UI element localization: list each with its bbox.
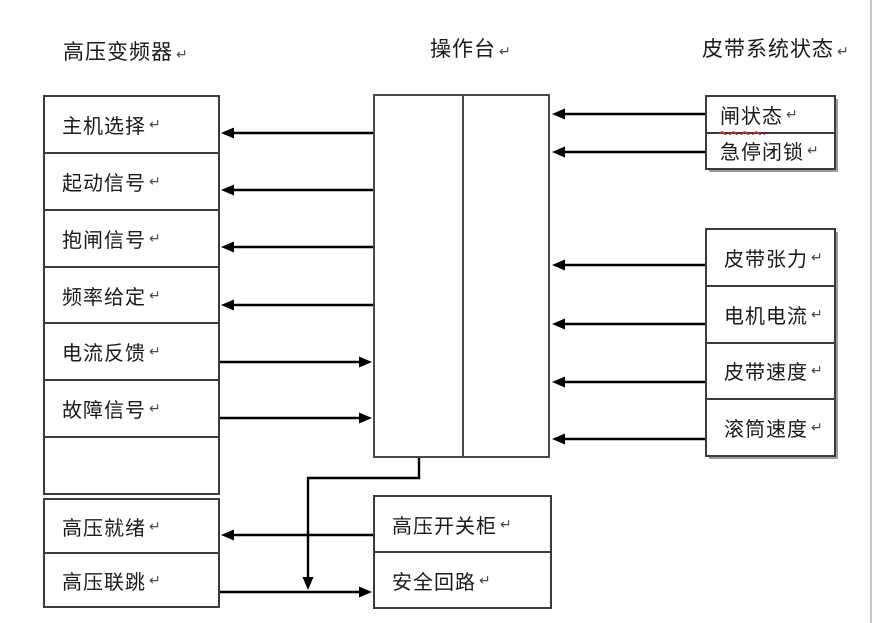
cell-hv-switchgear: 高压开关柜↵	[375, 497, 550, 553]
cell-fault-signal-text: 故障信号	[62, 400, 146, 423]
cell-host-selection-text: 主机选择	[62, 115, 146, 138]
return-mark-icon: ↵	[837, 43, 850, 59]
cell-belt-tension-text: 皮带张力	[724, 248, 808, 271]
cell-start-signal-text: 起动信号	[62, 172, 146, 195]
cell-safety-circuit: 安全回路↵	[375, 553, 550, 607]
belt-status-table-bottom: 皮带张力↵ 电机电流↵ 皮带速度↵ 滚筒速度↵	[705, 228, 836, 457]
inverter-signal-table: 主机选择↵ 起动信号↵ 抱闸信号↵ 频率给定↵ 电流反馈↵ 故障信号↵	[43, 95, 220, 495]
cell-current-feedback-text: 电流反馈	[62, 343, 146, 366]
cell-frequency-setpoint: 频率给定↵	[45, 268, 218, 325]
label-hv-inverter-text: 高压变频器	[63, 41, 173, 64]
cell-brake-signal-text: 抱闸信号	[62, 229, 146, 252]
arrow-belt-tension-to-console	[552, 259, 705, 271]
cell-belt-speed: 皮带速度↵	[707, 344, 834, 401]
cell-hv-trip-text: 高压联跳	[62, 571, 146, 594]
console-divider	[462, 96, 464, 456]
arrow-belt-speed-to-console	[552, 376, 705, 388]
return-mark-icon: ↵	[479, 571, 492, 588]
cell-estop-interlock-text: 急停闭锁	[720, 142, 804, 165]
cell-belt-speed-text: 皮带速度	[724, 362, 808, 385]
cell-safety-circuit-text: 安全回路	[392, 571, 476, 594]
cell-gate-status-text: 闸状态	[720, 105, 783, 128]
cell-gate-status: 闸状态↵	[707, 97, 834, 135]
label-console: 操作台↵	[430, 33, 512, 63]
arrow-console-to-brake-signal	[221, 241, 373, 253]
arrow-switchgear-to-hv-ready	[221, 529, 373, 541]
cell-drum-speed-text: 滚筒速度	[724, 419, 808, 442]
return-mark-icon: ↵	[176, 46, 189, 62]
cell-motor-current: 电机电流↵	[707, 287, 834, 344]
belt-status-table-top: 闸状态↵ 急停闭锁↵	[705, 95, 836, 170]
cell-empty	[45, 438, 218, 493]
switchgear-table: 高压开关柜↵ 安全回路↵	[373, 495, 552, 609]
arrow-hv-trip-to-safety-circuit	[220, 586, 372, 598]
spellcheck-squiggle-icon	[719, 131, 765, 135]
label-belt-system-status: 皮带系统状态↵	[702, 33, 850, 63]
cell-motor-current-text: 电机电流	[724, 305, 808, 328]
arrow-console-to-start-signal	[221, 184, 373, 196]
arrow-motor-current-to-console	[552, 318, 705, 330]
return-mark-icon: ↵	[500, 515, 513, 532]
cell-hv-ready-text: 高压就绪	[62, 517, 146, 540]
arrow-estop-interlock-to-console	[552, 146, 705, 158]
return-mark-icon: ↵	[149, 343, 162, 360]
cell-hv-switchgear-text: 高压开关柜	[392, 515, 497, 538]
arrow-console-to-frequency-setpoint	[221, 299, 373, 311]
cell-frequency-setpoint-text: 频率给定	[62, 286, 146, 309]
label-hv-inverter: 高压变频器↵	[63, 36, 189, 66]
inverter-hv-table: 高压就绪↵ 高压联跳↵	[43, 498, 220, 608]
cell-estop-interlock: 急停闭锁↵	[707, 134, 834, 169]
return-mark-icon: ↵	[811, 248, 824, 265]
arrow-gate-status-to-console	[552, 108, 705, 120]
label-console-text: 操作台	[430, 38, 496, 61]
return-mark-icon: ↵	[807, 142, 820, 159]
cell-host-selection: 主机选择↵	[45, 97, 218, 154]
arrow-console-to-host-selection	[221, 127, 373, 139]
return-mark-icon: ↵	[149, 286, 162, 303]
arrow-current-feedback-to-console	[220, 356, 372, 368]
cell-hv-ready: 高压就绪↵	[45, 500, 218, 554]
return-mark-icon: ↵	[149, 400, 162, 417]
arrow-fault-signal-to-console	[220, 412, 372, 424]
cell-hv-trip: 高压联跳↵	[45, 554, 218, 606]
return-mark-icon: ↵	[149, 517, 162, 534]
return-mark-icon: ↵	[149, 229, 162, 246]
page-edge-line	[870, 0, 872, 623]
label-belt-system-status-text: 皮带系统状态	[702, 38, 834, 61]
console-box	[373, 94, 550, 458]
cell-drum-speed: 滚筒速度↵	[707, 400, 834, 455]
return-mark-icon: ↵	[811, 305, 824, 322]
return-mark-icon: ↵	[499, 43, 512, 59]
arrow-drum-speed-to-console	[552, 433, 705, 445]
return-mark-icon: ↵	[149, 571, 162, 588]
cell-fault-signal: 故障信号↵	[45, 381, 218, 439]
return-mark-icon: ↵	[811, 362, 824, 379]
return-mark-icon: ↵	[811, 419, 824, 436]
cell-current-feedback: 电流反馈↵	[45, 324, 218, 382]
return-mark-icon: ↵	[149, 115, 162, 132]
cell-belt-tension: 皮带张力↵	[707, 230, 834, 287]
return-mark-icon: ↵	[149, 172, 162, 189]
cell-start-signal: 起动信号↵	[45, 154, 218, 211]
return-mark-icon: ↵	[786, 105, 799, 122]
cell-brake-signal: 抱闸信号↵	[45, 211, 218, 268]
